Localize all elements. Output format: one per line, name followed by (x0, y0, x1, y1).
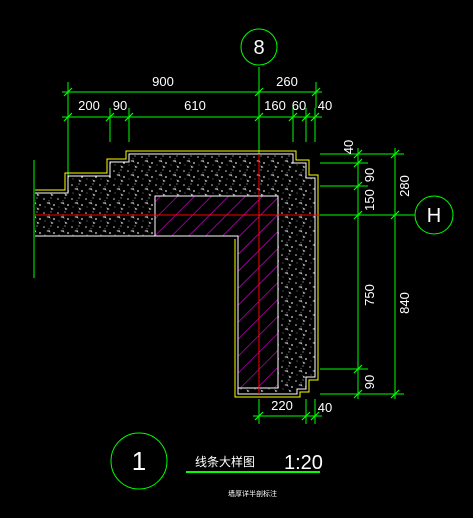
dim-220: 220 (271, 398, 293, 413)
dim-40-bottom: 40 (318, 400, 332, 415)
tick-mark (254, 87, 264, 97)
tick-mark (390, 210, 400, 220)
right-dimensions: 40 90 150 750 90 280 840 (320, 140, 412, 399)
grid-label-8: 8 (253, 37, 264, 59)
dim-60: 60 (292, 98, 306, 113)
grid-bubble-8-circle (240, 28, 278, 66)
tick-mark (288, 112, 298, 122)
dim-160: 160 (264, 98, 286, 113)
tick-mark (63, 87, 73, 97)
dim-900: 900 (152, 74, 174, 89)
detail-number-circle (110, 432, 168, 490)
hatched-core (154, 195, 279, 389)
dim-40-right: 40 (341, 140, 356, 154)
tick-mark (63, 112, 73, 122)
section-profile (33, 150, 320, 398)
grid-bubble-h-circle (414, 195, 454, 235)
tick-mark (390, 389, 400, 399)
grid-bubble-h: H (325, 195, 454, 235)
tick-mark (353, 149, 363, 159)
tick-mark (301, 112, 311, 122)
bottom-dimensions: 220 40 (253, 398, 332, 424)
dim-750-right: 750 (362, 284, 377, 306)
tick-mark (254, 112, 264, 122)
detail-scale: 1:20 (284, 452, 323, 474)
tick-mark (310, 411, 320, 421)
dim-40-top: 40 (318, 98, 332, 113)
grid-label-h: H (427, 205, 441, 227)
tick-mark (254, 411, 264, 421)
tick-mark (353, 389, 363, 399)
tick-mark (301, 411, 311, 421)
tick-mark (310, 112, 320, 122)
dim-150-right: 150 (362, 189, 377, 211)
tick-mark (353, 181, 363, 191)
outer-outline (35, 150, 319, 398)
title-block: 1 线条大样图 1:20 墙厚详半剖标注 (110, 432, 323, 498)
inner-outline (35, 153, 316, 395)
tick-mark (353, 158, 363, 168)
dim-840: 840 (397, 292, 412, 314)
detail-note: 墙厚详半剖标注 (228, 489, 277, 498)
tick-mark (124, 112, 134, 122)
tick-mark (311, 87, 321, 97)
dim-280: 280 (397, 175, 412, 197)
dim-90-right: 90 (362, 168, 377, 182)
detail-number: 1 (132, 446, 146, 476)
tick-mark (353, 364, 363, 374)
dim-90-right-bottom: 90 (362, 375, 377, 389)
dim-260: 260 (276, 74, 298, 89)
tick-mark (353, 210, 363, 220)
tick-mark (105, 112, 115, 122)
tick-mark (390, 149, 400, 159)
detail-title: 线条大样图 (195, 454, 255, 469)
dim-90: 90 (113, 98, 127, 113)
dim-610: 610 (184, 98, 206, 113)
dim-200: 200 (78, 98, 100, 113)
top-dimensions: 900 260 200 90 610 160 60 40 (62, 74, 332, 176)
